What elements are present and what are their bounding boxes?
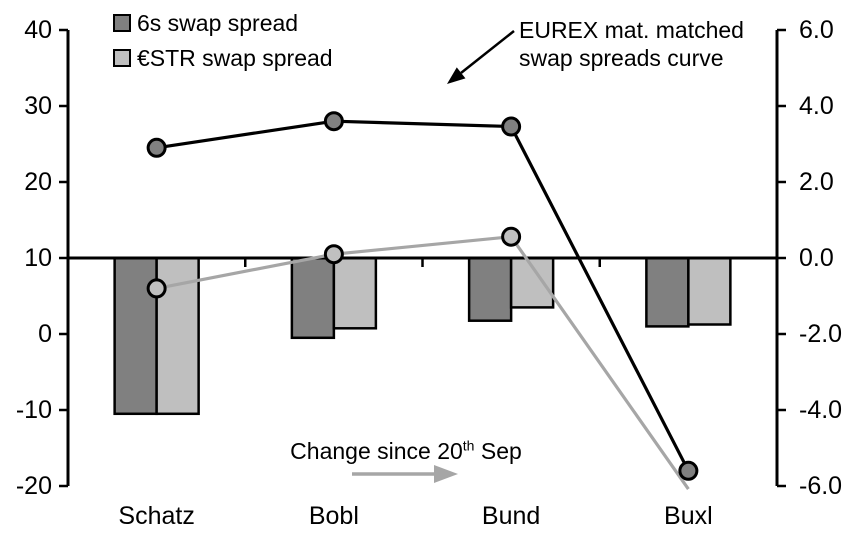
data-point-marker [146,278,167,299]
change-annotation: Change since 20th Sep [278,438,534,464]
legend-item-estr: €STR swap spread [113,45,333,71]
legend-label-estr: €STR swap spread [137,45,333,71]
data-point-marker [501,226,522,247]
y-axis-left-label: 40 [24,16,52,44]
curve-annotation-arrow-head [447,67,466,84]
data-point-marker [323,244,344,265]
change-annotation-arrow-head [434,465,458,483]
y-axis-left-label: 20 [24,168,52,196]
y-axis-right-label: 2.0 [799,168,834,196]
legend-label-6s: 6s swap spread [137,10,299,36]
chart-legend: 6s swap spread €STR swap spread [113,10,333,80]
curve-annotation-line1: EUREX mat. matched [519,17,744,43]
x-category-label-buxl: Buxl [664,502,713,530]
curve-annotation-arrow-shaft [460,30,515,74]
y-axis-left-label: 0 [38,320,52,348]
data-point-marker [501,116,522,137]
y-axis-right-label: 4.0 [799,92,834,120]
y-axis-right-label: 6.0 [799,16,834,44]
data-point-marker [678,460,699,481]
y-axis-left-label: -10 [15,396,52,424]
data-point-marker [146,137,167,158]
y-axis-right-label: -6.0 [799,472,843,500]
x-category-label-bund: Bund [481,502,541,530]
y-axis-right-label: 0.0 [799,244,834,272]
bar-estr-bobl [332,256,378,330]
legend-swatch-light-icon [113,49,131,67]
bar-6s-buxl [645,256,690,328]
legend-swatch-dark-icon [113,14,131,32]
bar-estr-buxl [687,256,732,326]
series-line [156,119,690,472]
bar-6s-bobl [290,256,336,340]
y-axis-right-label: -4.0 [799,396,843,424]
legend-item-6s: 6s swap spread [113,10,333,36]
curve-annotation-line2: swap spreads curve [519,45,724,71]
series-line [156,235,690,490]
change-annotation-prefix: Change since 20 [290,438,463,464]
data-point-marker [323,111,344,132]
x-category-label-bobl: Bobl [308,502,359,530]
y-axis-left-label: 30 [24,92,52,120]
y-axis-left-label: 10 [24,244,52,272]
x-category-label-schatz: Schatz [118,502,195,530]
bar-6s-bund [467,256,513,322]
y-axis-left-label: -20 [15,472,52,500]
y-axis-right-label: -2.0 [799,320,843,348]
change-annotation-suffix: Sep [474,438,522,464]
change-annotation-sup: th [462,437,475,454]
curve-annotation: EUREX mat. matched swap spreads curve [519,16,744,72]
